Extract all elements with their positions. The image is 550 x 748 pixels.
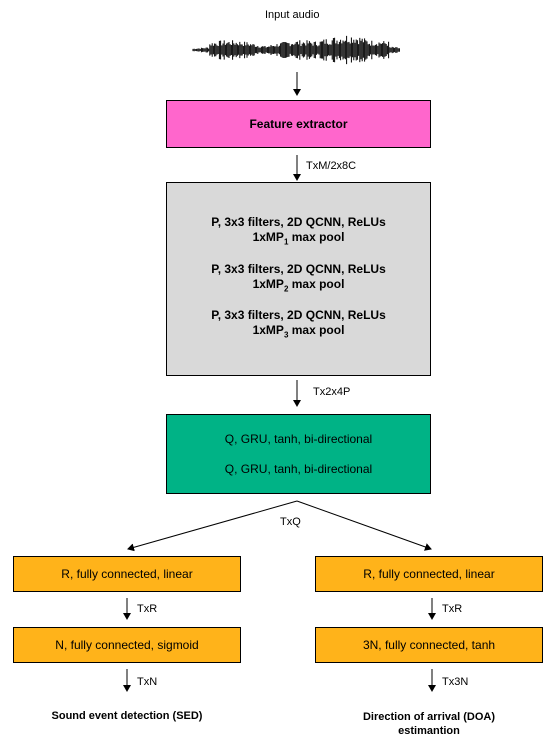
doa-output-line2: estimantion (398, 725, 460, 737)
feature-extractor-box: Feature extractor (166, 100, 431, 148)
doa-fc1-label: R, fully connected, linear (363, 567, 495, 581)
edge-label-gru-out: TxQ (280, 516, 301, 528)
sed-fc1-box: R, fully connected, linear (13, 556, 241, 592)
cnn-layer-1: P, 3x3 filters, 2D QCNN, ReLUs 1xMP1 max… (211, 215, 386, 249)
edge-label-doa-r-out: TxR (442, 603, 463, 615)
sed-output-label: Sound event detection (SED) (51, 710, 203, 722)
sed-fc2-label: N, fully connected, sigmoid (55, 638, 199, 652)
edge-label-cnn-out: Tx2x4P (313, 386, 351, 398)
edge-label-doa-3n-out: Tx3N (442, 676, 469, 688)
doa-fc1-box: R, fully connected, linear (315, 556, 543, 592)
cnn-layer-2-line1: P, 3x3 filters, 2D QCNN, ReLUs (211, 261, 386, 276)
doa-fc2-box: 3N, fully connected, tanh (315, 627, 543, 663)
cnn-layer-2-line2: 1xMP2 max pool (252, 276, 345, 294)
waveform-trace (192, 35, 400, 65)
feature-extractor-label: Feature extractor (249, 117, 348, 131)
cnn-layer-1-line2: 1xMP1 max pool (252, 230, 345, 247)
doa-fc2-label: 3N, fully connected, tanh (362, 638, 496, 652)
cnn-layer-3-line2: 1xMP3 max pool (252, 323, 345, 340)
arrow-gru-to-sed (127, 500, 298, 552)
edge-label-fe-out: TxM/2x8C (306, 160, 357, 172)
cnn-block: P, 3x3 filters, 2D QCNN, ReLUs 1xMP1 max… (166, 182, 431, 376)
cnn-layer-2: P, 3x3 filters, 2D QCNN, ReLUs 1xMP2 max… (211, 262, 386, 296)
edge-label-sed-r-out: TxR (137, 603, 158, 615)
arrow-gru-to-doa (296, 500, 432, 551)
sed-fc2-box: N, fully connected, sigmoid (13, 627, 241, 663)
gru-layer-1: Q, GRU, tanh, bi-directional (224, 432, 373, 446)
doa-output-line1: Direction of arrival (DOA) (362, 711, 496, 723)
edge-label-sed-n-out: TxN (137, 676, 158, 688)
gru-block: Q, GRU, tanh, bi-directional Q, GRU, tan… (166, 414, 431, 494)
cnn-layer-3-line1: P, 3x3 filters, 2D QCNN, ReLUs (211, 308, 386, 323)
doa-output-label: Direction of arrival (DOA) estimantion (315, 710, 543, 738)
gru-layer-2: Q, GRU, tanh, bi-directional (224, 462, 373, 476)
cnn-layer-3: P, 3x3 filters, 2D QCNN, ReLUs 1xMP3 max… (211, 308, 386, 342)
input-audio-label: Input audio (265, 9, 320, 21)
waveform-icon (192, 35, 400, 65)
cnn-layer-1-line1: P, 3x3 filters, 2D QCNN, ReLUs (211, 215, 386, 230)
sed-fc1-label: R, fully connected, linear (61, 567, 193, 581)
